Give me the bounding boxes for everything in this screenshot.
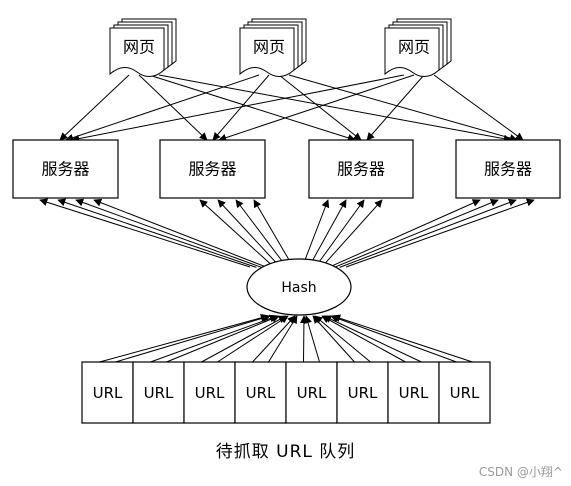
url-cell-3	[183, 361, 236, 424]
server-box-4	[455, 139, 561, 199]
url-cell-1	[81, 361, 134, 424]
hash-to-server-arrow	[75, 198, 263, 269]
url-to-hash-arrow	[314, 315, 371, 363]
webpage-stack-3	[384, 18, 452, 77]
hash-to-server-arrow	[333, 199, 499, 269]
url-label: URL	[93, 384, 123, 402]
url-label: URL	[450, 384, 480, 402]
page-to-server-arrow	[288, 74, 518, 142]
url-label: URL	[297, 384, 327, 402]
url-cell-4	[234, 361, 287, 424]
hash-to-server-arrow	[39, 198, 251, 268]
page-to-server-arrow	[71, 74, 405, 143]
page-to-server-arrow	[158, 74, 512, 143]
queue-caption: 待抓取 URL 队列	[215, 442, 356, 462]
server-box-3	[308, 139, 414, 199]
hash-label: Hash	[281, 280, 316, 296]
page-to-server-arrow	[138, 74, 208, 141]
url-to-hash-arrow	[332, 314, 473, 363]
url-to-hash-arrow	[268, 315, 298, 363]
webpage-label: 网页	[398, 38, 430, 57]
url-label: URL	[399, 384, 429, 402]
hash-to-server-arrow	[253, 199, 296, 271]
server-label: 服务器	[188, 160, 236, 179]
hash-to-server-arrow	[300, 199, 330, 270]
page-to-server-arrow	[278, 74, 362, 141]
hash-to-server-arrow	[235, 199, 289, 270]
url-to-hash-arrow	[115, 314, 271, 363]
url-label: URL	[195, 384, 225, 402]
webpage-label: 网页	[123, 38, 155, 57]
server-box-2	[159, 139, 266, 199]
hash-to-server-arrow	[217, 199, 283, 270]
hash-to-server-arrow	[93, 198, 270, 269]
hash-to-server-arrow	[313, 199, 365, 270]
server-label: 服务器	[484, 160, 532, 179]
page-to-server-arrow	[65, 74, 260, 142]
hash-node	[246, 258, 352, 316]
url-to-hash-arrow	[252, 315, 296, 363]
hash-to-server-arrow	[345, 198, 535, 268]
url-cell-6	[336, 361, 389, 424]
connectors	[39, 74, 535, 363]
url-label: URL	[246, 384, 276, 402]
hash-to-server-arrow	[199, 199, 276, 269]
page-to-server-arrow	[59, 74, 130, 141]
url-cell-5	[285, 361, 338, 424]
server-label: 服务器	[337, 160, 385, 179]
hash-to-server-arrow	[326, 199, 481, 269]
url-to-hash-arrow	[166, 315, 280, 363]
hash-to-server-arrow	[339, 198, 517, 268]
url-to-hash-arrow	[321, 315, 406, 363]
url-to-hash-arrow	[330, 314, 457, 363]
url-cell-2	[132, 361, 185, 424]
url-cell-8	[438, 361, 491, 424]
server-box-1	[12, 139, 119, 199]
webpage-label: 网页	[253, 38, 285, 57]
page-to-server-arrow	[212, 74, 270, 141]
url-to-hash-arrow	[299, 315, 308, 363]
hash-to-server-arrow	[320, 199, 383, 269]
url-label: URL	[144, 384, 174, 402]
url-to-hash-arrow	[201, 315, 287, 363]
page-to-server-arrow	[148, 74, 356, 142]
url-label: URL	[348, 384, 378, 402]
page-to-server-arrow	[218, 74, 415, 142]
url-cell-7	[387, 361, 440, 424]
source-watermark: CSDN @小翔^	[478, 465, 563, 479]
hash-to-server-arrow	[307, 199, 347, 270]
webpage-stack-2	[239, 18, 307, 77]
url-to-hash-arrow	[99, 314, 269, 363]
url-to-hash-arrow	[304, 315, 320, 363]
url-to-hash-arrow	[217, 315, 289, 363]
url-to-hash-arrow	[323, 315, 422, 363]
webpage-stack-1	[109, 18, 177, 77]
url-to-hash-arrow	[150, 314, 278, 363]
hash-to-server-arrow	[57, 198, 257, 268]
server-label: 服务器	[41, 160, 89, 179]
page-to-server-arrow	[433, 74, 524, 141]
page-to-server-arrow	[366, 74, 425, 141]
